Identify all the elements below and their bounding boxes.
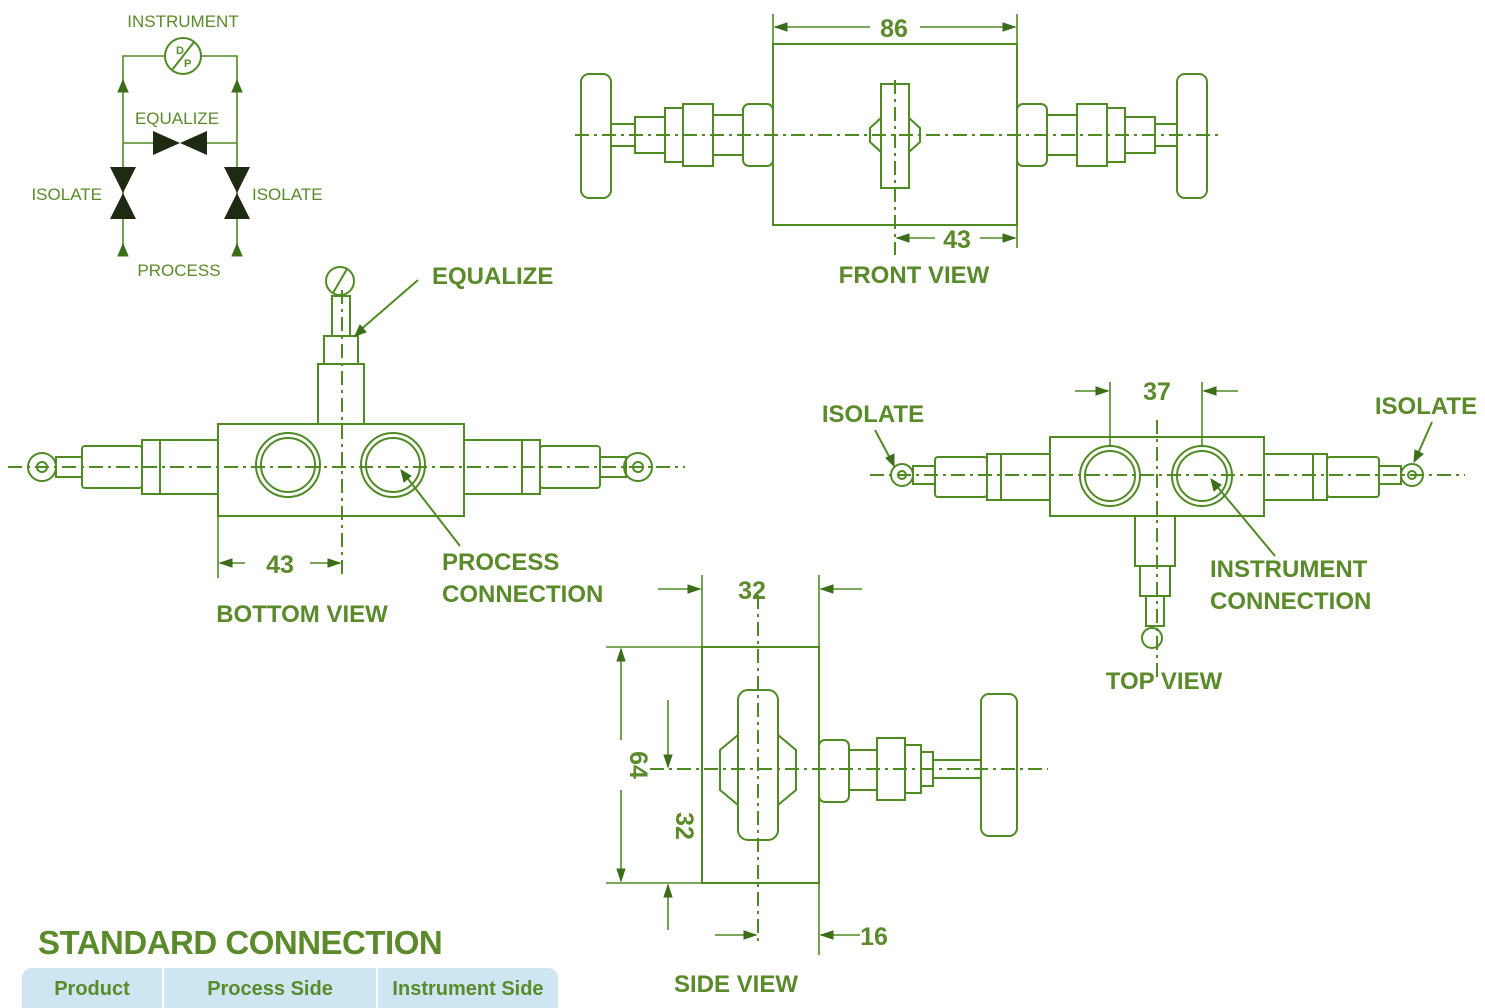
- front-view: 86 43 FRONT VIEW: [575, 14, 1220, 289]
- front-view-title: FRONT VIEW: [839, 262, 990, 289]
- side-width-dim: 32: [738, 577, 766, 605]
- side-offset-dim: 16: [860, 923, 888, 951]
- top-isolate-right-label: ISOLATE: [1375, 393, 1477, 420]
- flow-arrow-icon: [231, 78, 243, 93]
- top-view: ISOLATE ISOLATE INSTRUMENT CONNECTION 37…: [822, 378, 1477, 695]
- flow-arrow-icon: [117, 78, 129, 93]
- dp-bottom-letter: P: [184, 58, 191, 70]
- front-right-handle: [1176, 73, 1208, 199]
- top-view-title: TOP VIEW: [1106, 668, 1223, 695]
- process-connection-line1: PROCESS: [442, 549, 559, 576]
- side-view-title: SIDE VIEW: [674, 971, 798, 998]
- schematic-isolate-right-label: ISOLATE: [252, 185, 323, 204]
- schematic-process-label: PROCESS: [137, 261, 220, 280]
- isolate-valve-right-icon: [224, 167, 250, 193]
- instrument-connection-line2: CONNECTION: [1210, 588, 1371, 615]
- side-handle: [980, 693, 1018, 837]
- bottom-equalize-label: EQUALIZE: [432, 263, 553, 290]
- side-half-dim: 32: [670, 812, 698, 840]
- standard-connection-title: STANDARD CONNECTION: [38, 924, 443, 961]
- flow-arrow-icon: [117, 242, 129, 257]
- bottom-view: EQUALIZE PROCESS CONNECTION 43 BOTTOM VI…: [8, 263, 685, 628]
- column-header-process-side: Process Side: [162, 968, 376, 1008]
- bottom-dim: 43: [266, 551, 294, 579]
- top-isolate-left-label: ISOLATE: [822, 401, 924, 428]
- table-header-row: Product Process Side Instrument Side: [22, 968, 558, 1008]
- dp-top-letter: D: [176, 45, 184, 57]
- front-half-dim: 43: [943, 226, 971, 254]
- schematic-isolate-left-label: ISOLATE: [31, 185, 102, 204]
- front-width-dim: 86: [880, 15, 908, 43]
- schematic-instrument-label: INSTRUMENT: [127, 12, 238, 31]
- equalize-valve-icon: [153, 131, 180, 155]
- flow-schematic: INSTRUMENT D P EQUALIZE ISOLATE ISOLATE …: [31, 12, 322, 280]
- column-header-instrument-side: Instrument Side: [376, 968, 558, 1008]
- isolate-valve-left-icon: [110, 167, 136, 193]
- equalize-handle: [325, 266, 355, 296]
- schematic-equalize-label: EQUALIZE: [135, 109, 219, 128]
- flow-arrow-icon: [231, 242, 243, 257]
- process-connection-line2: CONNECTION: [442, 581, 603, 608]
- column-header-product: Product: [54, 978, 130, 1000]
- instrument-connection-line1: INSTRUMENT: [1210, 556, 1368, 583]
- side-view: 32 64 32 16 SIDE VIEW: [606, 575, 1048, 998]
- bottom-view-title: BOTTOM VIEW: [216, 601, 388, 628]
- side-height-dim: 64: [624, 751, 652, 779]
- standard-connection-table: Product Process Side Instrument Side: [22, 968, 558, 1008]
- top-dim: 37: [1143, 378, 1171, 406]
